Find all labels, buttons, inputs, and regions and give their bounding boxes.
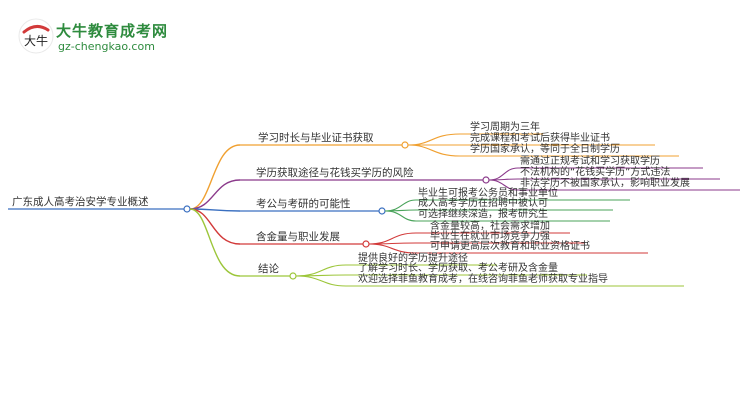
edge-root-b1 xyxy=(189,144,241,210)
b4-child-2: 毕业生在就业市场竞争力强 xyxy=(430,231,550,242)
b1-child-3: 学历国家承认，等同于全日制学历 xyxy=(470,144,620,155)
edge-b5-c3 xyxy=(295,275,347,287)
site-logo[interactable]: 大牛 大牛教育成考网 gz-chengkao.com xyxy=(18,18,168,62)
b1-child-1: 学习周期为三年 xyxy=(470,122,540,133)
b5-dot xyxy=(289,272,297,280)
edge-b5-c1 xyxy=(295,264,347,277)
b3-child-2: 成人高考学历在招聘中被认可 xyxy=(418,198,548,209)
b2-dot xyxy=(482,176,490,184)
edge-b4-c3 xyxy=(368,243,417,254)
logo-url: gz-chengkao.com xyxy=(58,40,155,53)
branch-1-label: 学习时长与毕业证书获取 xyxy=(258,132,374,144)
logo-mark-icon: 大牛 xyxy=(18,18,54,54)
b1-child-2: 完成课程和考试后获得毕业证书 xyxy=(470,133,610,144)
b5-child-2: 了解学习时长、学历获取、考公考研及含金量 xyxy=(358,263,558,274)
edge-b3-c1 xyxy=(384,199,417,212)
logo-title: 大牛教育成考网 xyxy=(56,22,169,40)
b4-child-3: 可申请更高层次教育和职业资格证书 xyxy=(430,241,590,252)
edge-b2-c3 xyxy=(488,179,519,191)
root-node-dot xyxy=(183,205,191,213)
edge-b3-c3 xyxy=(384,210,417,222)
b5-child-3: 欢迎选择菲鱼教育成考，在线咨询菲鱼老师获取专业指导 xyxy=(358,274,608,285)
edge-b4-c1 xyxy=(368,232,417,245)
b5-child-1: 提供良好的学历提升途径 xyxy=(358,253,468,264)
edge-b1-c1 xyxy=(407,133,461,146)
branch-5-label: 结论 xyxy=(258,263,279,275)
edge-b2-c1 xyxy=(488,167,519,181)
branch-3-label: 考公与考研的可能性 xyxy=(256,198,351,210)
b3-child-1: 毕业生可报考公务员和事业单位 xyxy=(418,188,558,199)
edge-root-b5 xyxy=(189,208,241,277)
b1-dot xyxy=(401,141,409,149)
branch-2-label: 学历获取途径与花钱买学历的风险 xyxy=(256,167,414,179)
b2-child-3: 非法学历不被国家承认，影响职业发展 xyxy=(520,178,690,189)
logo-mark-text: 大牛 xyxy=(24,33,48,48)
edge-root-b2 xyxy=(189,179,241,210)
b3-child-3: 可选择继续深造，报考研究生 xyxy=(418,209,548,220)
branch-4-label: 含金量与职业发展 xyxy=(256,231,340,243)
b2-child-1: 需通过正规考试和学习获取学历 xyxy=(520,156,660,167)
edge-root-b4 xyxy=(189,208,241,245)
b3-dot xyxy=(378,207,386,215)
b4-child-1: 含金量较高，社会需求增加 xyxy=(430,221,550,232)
b2-child-2: 不法机构的“花钱买学历”方式违法 xyxy=(520,167,671,178)
root-node: 广东成人高考治安学专业概述 xyxy=(12,196,149,208)
edge-b1-c3 xyxy=(407,144,461,157)
b4-dot xyxy=(362,240,370,248)
